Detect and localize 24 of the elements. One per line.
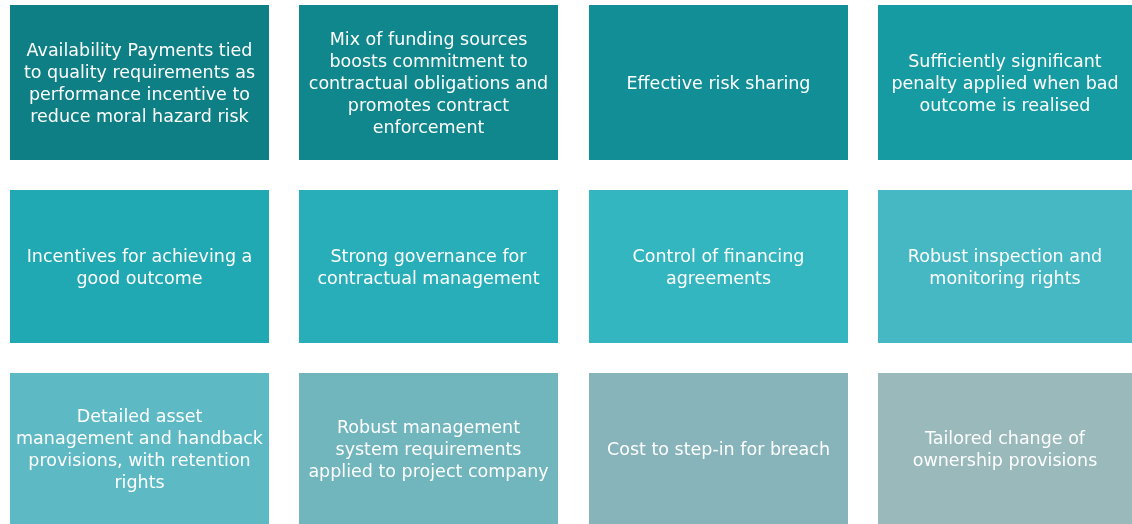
box-text: Incentives for achieving a good outcome (25, 244, 254, 289)
text-box (878, 5, 1132, 160)
box-text: Strong governance for contractual management (316, 244, 541, 289)
box-text: Sufficiently significant penalty applied when bad outcome is realised (890, 49, 1120, 116)
box-text: Mix of funding sources boosts commitment to contractual obligations and promotes contract enforcement (307, 27, 550, 138)
text-box (589, 373, 848, 524)
text-box (299, 373, 558, 524)
text-box (878, 190, 1132, 343)
text-box (10, 373, 269, 524)
box-text: Tailored change of ownership provisions (911, 426, 1099, 471)
box-text: Cost to step-in for breach (607, 437, 830, 460)
text-box (589, 5, 848, 160)
box-text: Detailed asset management and handback provisions, with retention rights (16, 404, 263, 493)
text-box (878, 373, 1132, 524)
text-box (299, 190, 558, 343)
text-box (10, 190, 269, 343)
text-box (589, 190, 848, 343)
text-box (10, 5, 269, 160)
box-text: Availability Payments tied to quality requirements as performance incentive to reduce moral hazard risk (22, 38, 257, 127)
text-box (299, 5, 558, 160)
box-text: Effective risk sharing (626, 71, 811, 94)
box-text: Robust inspection and monitoring rights (906, 244, 1104, 289)
box-text: Robust management system requirements applied to project company (307, 415, 550, 482)
box-text: Control of financing agreements (631, 244, 806, 289)
